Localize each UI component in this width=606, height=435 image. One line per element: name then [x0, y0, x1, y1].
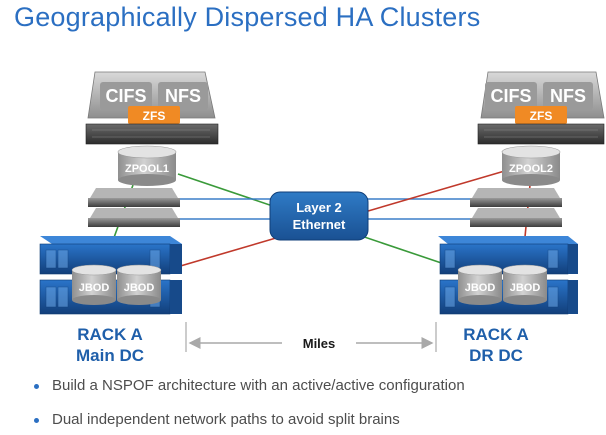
jbod-dr-2-label: JBOD: [510, 282, 541, 294]
jbod-rack-dr: JBOD JBOD: [438, 236, 578, 315]
jbod-main-1: JBOD: [71, 264, 117, 305]
nas-head-dr: CIFS NFS ZFS: [477, 71, 605, 145]
cluster-diagram: CIFS NFS ZFS ZPOOL1: [39, 71, 605, 365]
bullet-text: Build a NSPOF architecture with an activ…: [52, 377, 465, 394]
jbod-dr-2: JBOD: [502, 264, 548, 305]
rack-name-main: RACK A: [77, 325, 142, 344]
site-name-main: Main DC: [76, 346, 144, 365]
distance-label: Miles: [303, 336, 336, 351]
nas-head-main: CIFS NFS ZFS: [85, 71, 219, 145]
bullet-text: Dual independent network paths to avoid …: [52, 411, 400, 428]
cifs-badge: [100, 82, 152, 110]
nfs-badge-dr: [543, 82, 593, 110]
nfs-label: NFS: [165, 86, 201, 106]
bullet-item: Build a NSPOF architecture with an activ…: [34, 376, 465, 396]
jbod-dr-1: JBOD: [457, 264, 503, 305]
switch-main-b: [88, 208, 180, 227]
bullet-dot: [34, 384, 39, 389]
zfs-badge: [128, 106, 180, 124]
jbod-dr-1-label: JBOD: [465, 282, 496, 294]
cifs-badge-dr: [485, 82, 537, 110]
zfs-label: ZFS: [143, 109, 166, 123]
server-chassis-dr: [477, 123, 605, 145]
site-name-dr: DR DC: [469, 346, 523, 365]
switch-dr-a: [470, 188, 562, 207]
switch-dr-b: [470, 208, 562, 227]
jbod-main-2: JBOD: [116, 264, 162, 305]
jbod-main-1-label: JBOD: [79, 282, 110, 294]
dr-site: CIFS NFS ZFS ZPOOL2: [438, 71, 605, 365]
switch-main-a: [88, 188, 180, 207]
zpool1-label: ZPOOL1: [125, 163, 169, 175]
bullet-list: Build a NSPOF architecture with an activ…: [34, 376, 465, 430]
zfs-label-dr: ZFS: [530, 109, 553, 123]
layer2-line1: Layer 2: [296, 200, 342, 215]
bullet-item: Dual independent network paths to avoid …: [34, 410, 465, 430]
bullet-dot: [34, 418, 39, 423]
nfs-label-dr: NFS: [550, 86, 586, 106]
nfs-badge: [158, 82, 208, 110]
server-chassis: [85, 123, 219, 145]
zfs-badge-dr: [515, 106, 567, 124]
jbod-main-2-label: JBOD: [124, 282, 155, 294]
zpool2-cylinder: ZPOOL2: [501, 145, 561, 186]
distance-indicator: Miles: [185, 322, 437, 352]
zpool2-label: ZPOOL2: [509, 163, 553, 175]
cifs-label: CIFS: [105, 86, 146, 106]
cifs-label-dr: CIFS: [490, 86, 531, 106]
page-title: Geographically Dispersed HA Clusters: [14, 2, 481, 32]
rack-name-dr: RACK A: [463, 325, 528, 344]
layer2-line2: Ethernet: [293, 217, 346, 232]
jbod-rack-main: JBOD JBOD: [39, 236, 182, 315]
layer2-ethernet-box: Layer 2 Ethernet: [269, 191, 369, 241]
zpool1-cylinder: ZPOOL1: [117, 145, 177, 186]
main-site: CIFS NFS ZFS ZPOOL1: [39, 71, 219, 365]
